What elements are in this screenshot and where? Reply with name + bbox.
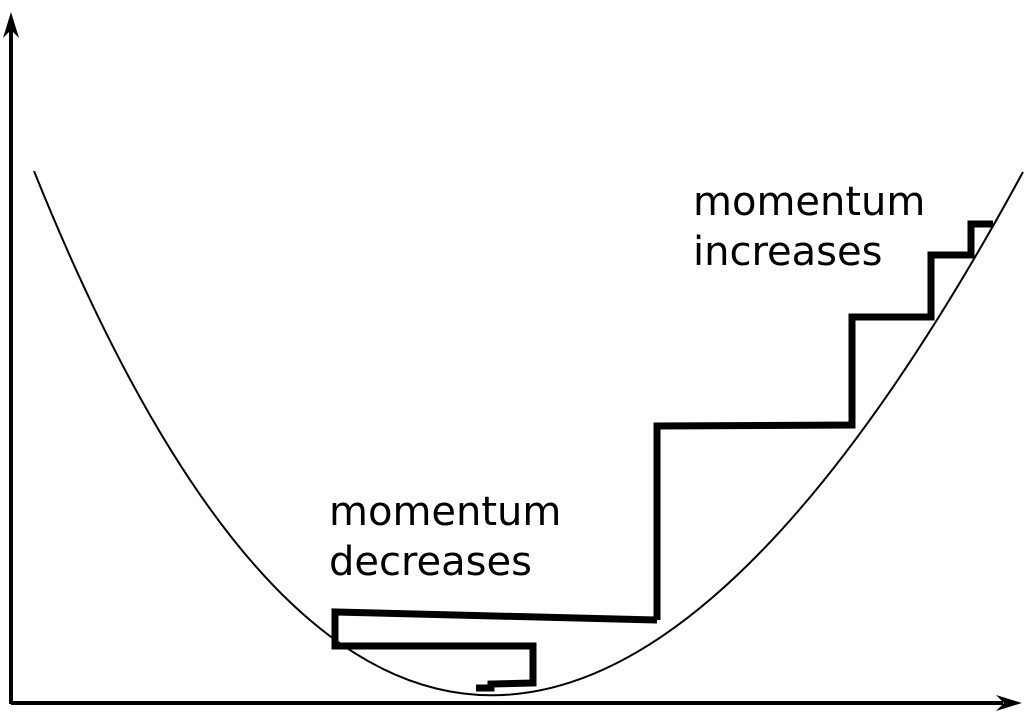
x-axis-arrow-icon: [996, 695, 1022, 711]
loss-curve: [33, 170, 1024, 697]
annotation-decreases-line2: decreases: [329, 539, 532, 585]
y-axis-arrow-icon: [3, 12, 19, 38]
momentum-increase-path: [653, 220, 993, 620]
momentum-decrease-path: [331, 608, 658, 692]
annotation-momentum-increases: momentum increases: [693, 177, 925, 277]
annotation-momentum-decreases: momentum decreases: [329, 487, 561, 587]
annotation-increases-line2: increases: [693, 229, 883, 275]
annotation-decreases-line1: momentum: [329, 489, 562, 535]
annotation-increases-line1: momentum: [693, 179, 926, 225]
